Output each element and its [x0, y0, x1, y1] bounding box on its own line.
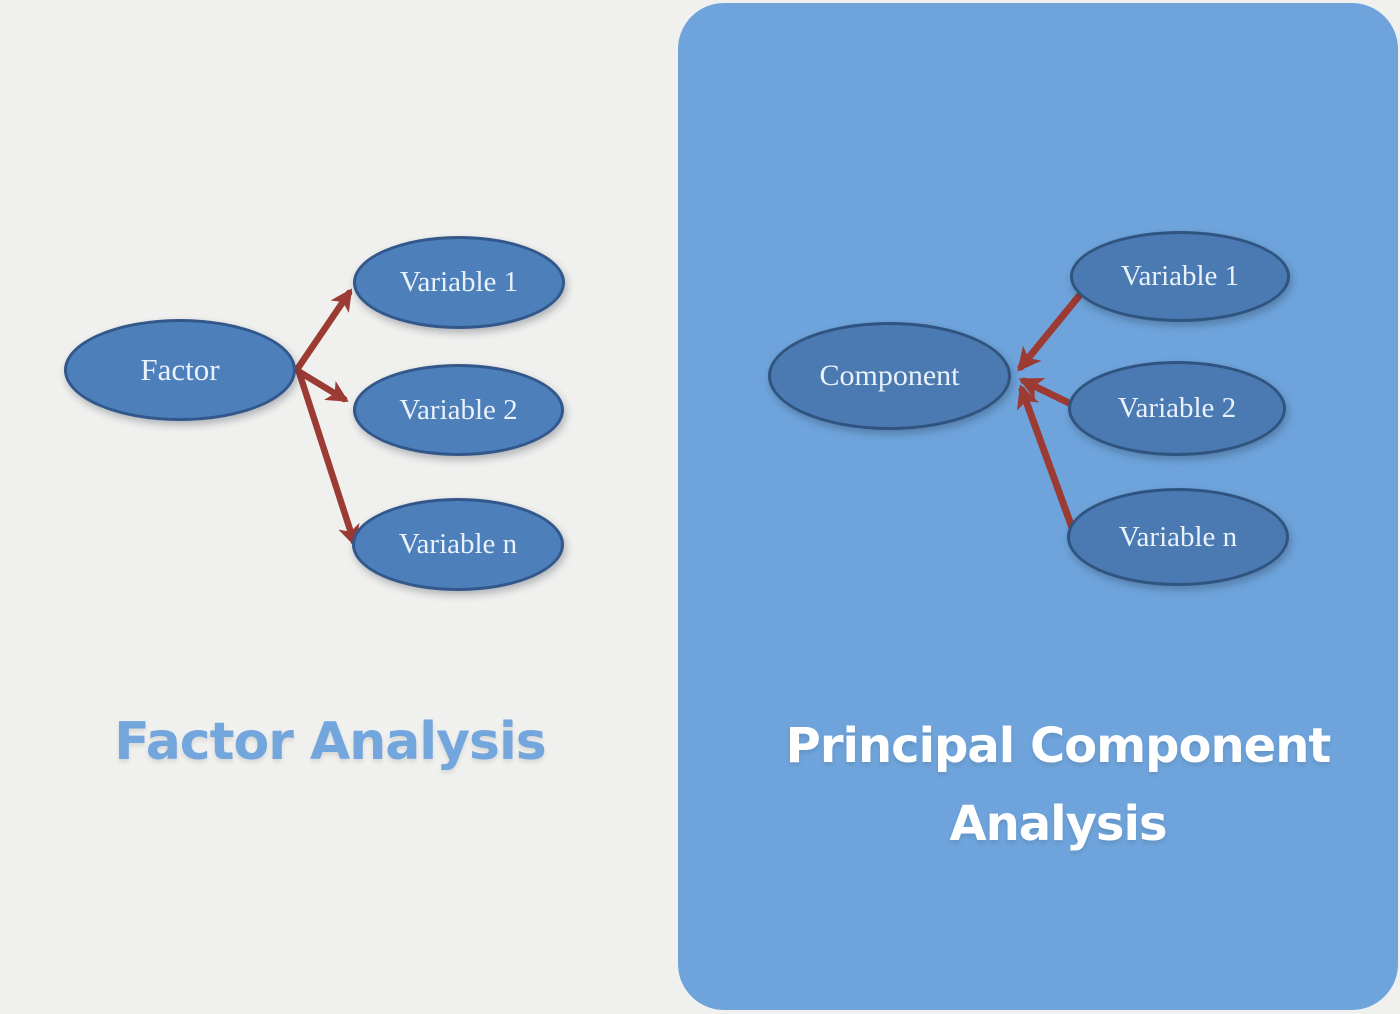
- pca-variablen-node: Variable n: [1067, 488, 1289, 586]
- arrow-factor-to-variable2: [294, 367, 349, 403]
- fa-variable1-node: Variable 1: [353, 236, 565, 329]
- pca-variable1-node: Variable 1: [1070, 231, 1290, 322]
- fa-variablen-node: Variable n: [352, 498, 564, 591]
- pca-variable2-node: Variable 2: [1068, 361, 1286, 456]
- fa-variable1-label: Variable 1: [399, 266, 519, 298]
- pca-title: Principal Component Analysis: [785, 718, 1332, 852]
- pca-variable2-label: Variable 2: [1117, 392, 1237, 424]
- pca-variablen-label: Variable n: [1118, 520, 1238, 553]
- arrow-factor-to-variable1: [294, 288, 353, 372]
- component-node: Component: [768, 322, 1011, 430]
- factor-node-label: Factor: [140, 352, 220, 387]
- factor-node: Factor: [64, 319, 296, 421]
- component-node-label: Component: [819, 359, 960, 392]
- factor-analysis-title: Factor Analysis: [114, 712, 547, 772]
- arrow-factor-to-variablen: [295, 368, 360, 548]
- fa-variable2-label: Variable 2: [399, 393, 518, 426]
- pca-variable1-label: Variable 1: [1120, 260, 1240, 292]
- fa-variable2-node: Variable 2: [353, 364, 564, 456]
- fa-variablen-label: Variable n: [398, 528, 518, 560]
